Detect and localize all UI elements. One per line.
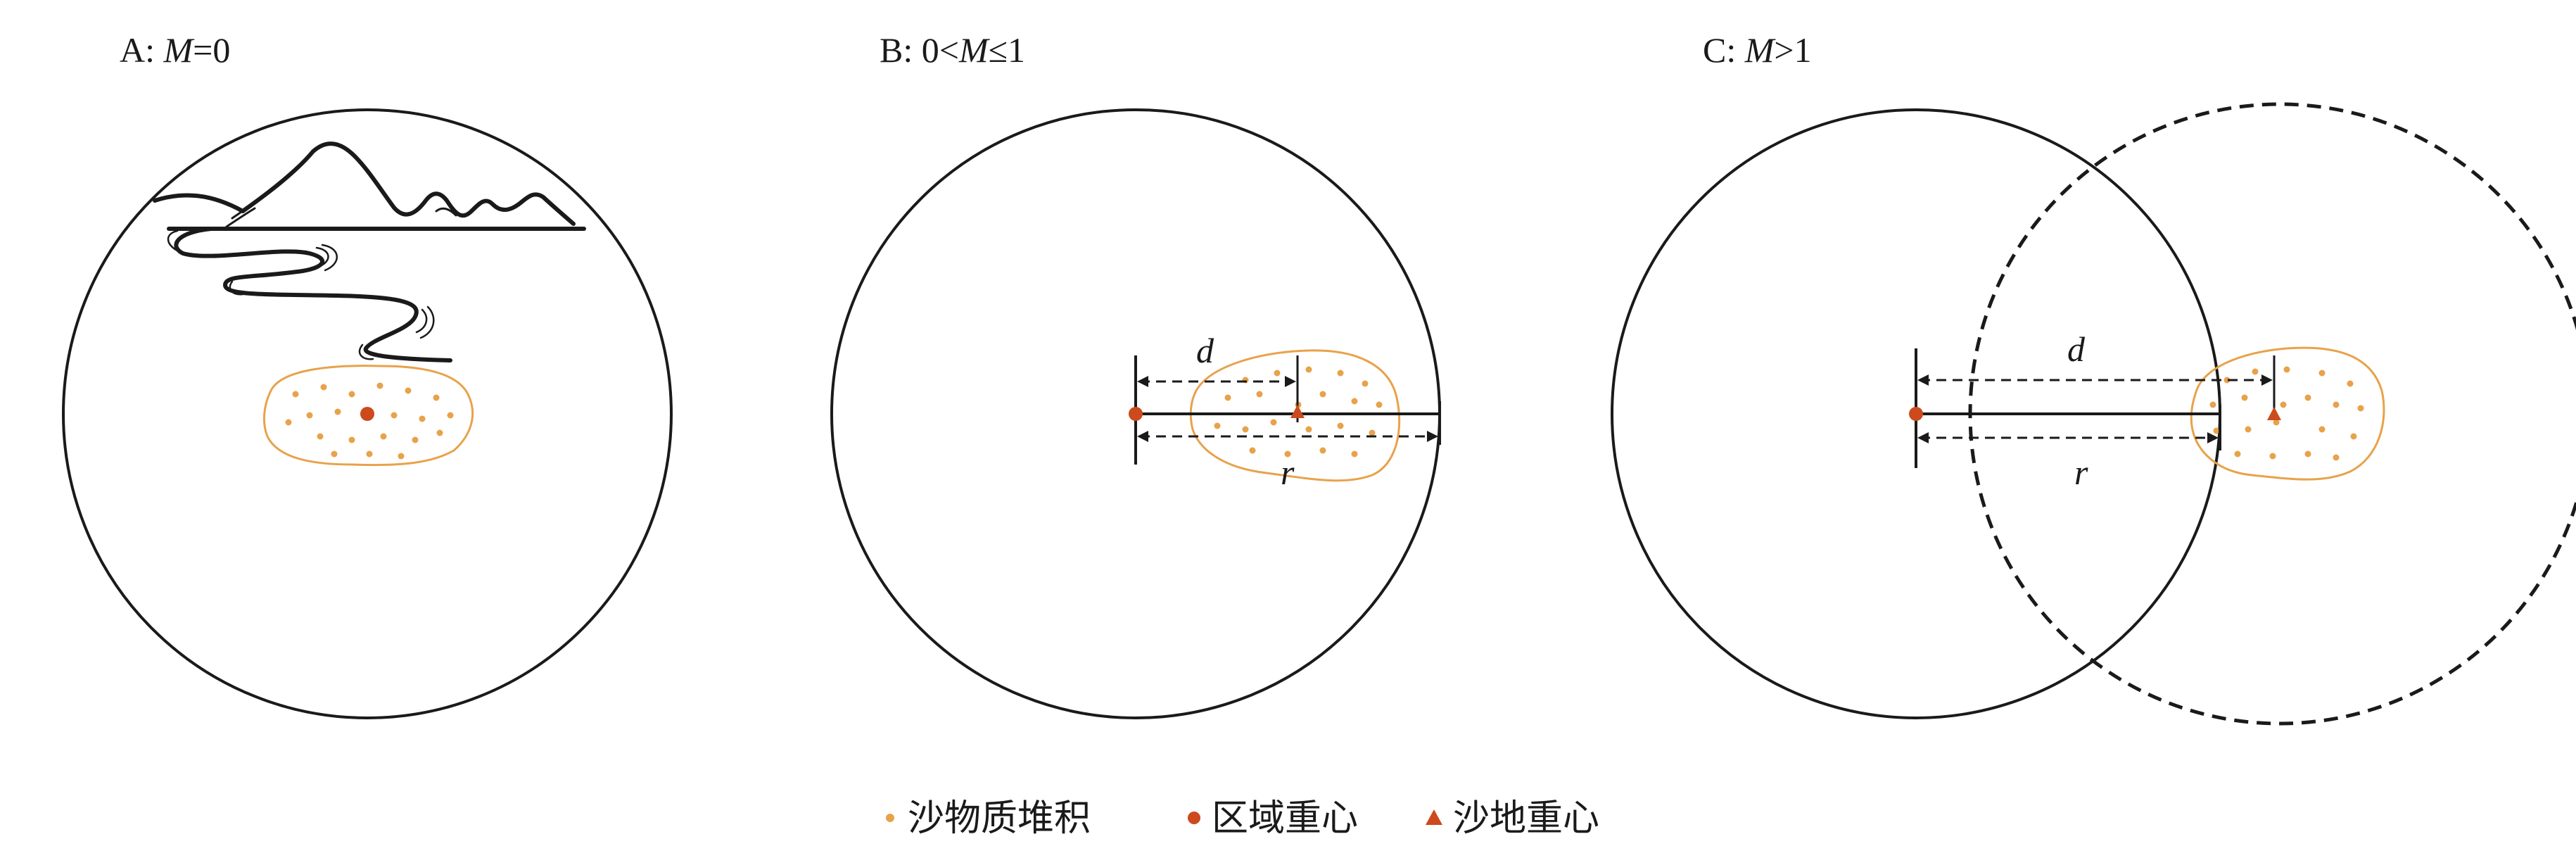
sand-patch-b bbox=[1189, 349, 1401, 482]
region-centroid-icon bbox=[1188, 812, 1200, 824]
panel-b: B: 0<M≤1 d r bbox=[830, 30, 1441, 719]
panel-c: C: M>1 d r bbox=[1611, 30, 2576, 726]
arrowheads-b bbox=[1137, 376, 1438, 442]
sand-dots-b bbox=[1214, 366, 1383, 458]
sand-centroid-c bbox=[2267, 407, 2281, 420]
radius-label-c: r bbox=[2074, 453, 2088, 492]
legend-label-sand-centroid: 沙地重心 bbox=[1453, 797, 1599, 840]
legend-item-region-centroid: 区域重心 bbox=[1188, 797, 1358, 840]
legend-item-sand-centroid: 沙地重心 bbox=[1426, 797, 1599, 840]
triangle-icon bbox=[1426, 809, 1442, 825]
sand-dots-a bbox=[285, 382, 454, 460]
sand-centroid-b bbox=[1290, 405, 1305, 418]
region-centroid-a bbox=[360, 407, 374, 421]
region-centroid-b bbox=[1129, 407, 1143, 421]
sand-patch-c bbox=[2190, 346, 2385, 481]
distance-label-b: d bbox=[1196, 331, 1214, 370]
panel-a-title: A: M=0 bbox=[120, 30, 230, 70]
sand-dots-c bbox=[2209, 366, 2364, 461]
sand-dot-icon bbox=[886, 814, 894, 822]
panel-c-title: C: M>1 bbox=[1703, 30, 1812, 70]
panel-b-title: B: 0<M≤1 bbox=[880, 30, 1025, 70]
legend-item-sand-deposit: 沙物质堆积 bbox=[886, 797, 1091, 840]
legend-label-sand-deposit: 沙物质堆积 bbox=[908, 797, 1091, 840]
legend-label-region-centroid: 区域重心 bbox=[1212, 797, 1358, 840]
sand-patch-a bbox=[263, 365, 474, 467]
mountain-icon bbox=[153, 141, 586, 362]
panel-a: A: M=0 bbox=[62, 30, 673, 719]
measure-lines-c bbox=[1915, 348, 2276, 468]
region-centroid-c bbox=[1909, 407, 1923, 421]
radius-label-b: r bbox=[1281, 453, 1295, 492]
distance-label-c: d bbox=[2067, 329, 2086, 369]
arrowheads-c bbox=[1917, 374, 2273, 443]
region-circle-a bbox=[62, 108, 673, 719]
legend: 沙物质堆积 区域重心 沙地重心 bbox=[886, 797, 1599, 840]
